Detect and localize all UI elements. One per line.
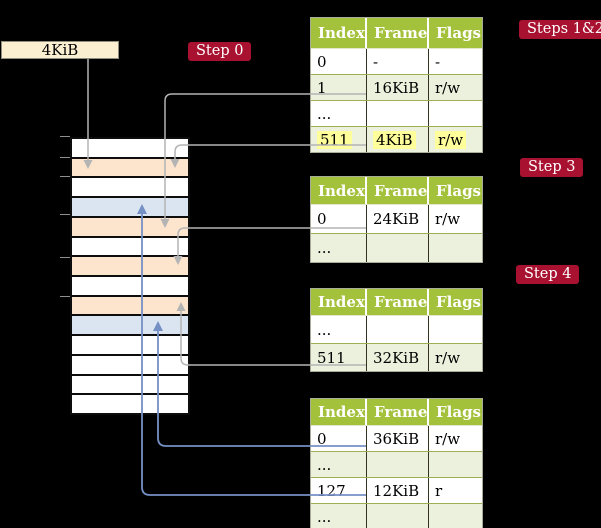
memory-frame-row [72,176,188,197]
step-4-label: Step 4 [516,265,580,284]
cell-frame [367,101,429,126]
table-row: 127 12KiB r [311,477,482,503]
col-header-index: Index [311,177,367,204]
col-header-flags: Flags [436,181,481,200]
step-0-label: Step 0 [188,42,252,61]
table-row: ... [311,451,482,477]
col-header-index: Index [311,18,367,48]
cell-flags: r/w [429,127,482,152]
physical-memory-stack [70,137,190,415]
page-table-step-4a: Index Frame Flags ... 511 32KiB r/w [310,288,483,372]
cell-frame: 12KiB [367,478,429,503]
table-header-row: Index Frame Flags [311,289,482,316]
table-header-row: Index Frame Flags [311,177,482,205]
cell-flags: r/w [435,348,461,367]
table-header-row: Index Frame Flags [311,399,482,426]
memory-frame-row [72,235,188,256]
memory-frame-row [72,393,188,414]
memory-frame-row [72,353,188,374]
address-tick [60,214,70,215]
address-tick [60,257,70,258]
col-header-frame: Frame [367,18,429,48]
table-row: ... [311,100,482,126]
cell-index: 511 [311,344,367,371]
cell-frame: 4KiB [367,127,429,152]
cell-index: 0 [311,49,367,74]
col-header-index: Index [311,289,367,315]
col-header-frame: Frame [367,399,429,425]
col-header-frame: Frame [367,177,429,204]
cell-flags [429,316,482,343]
col-header-index: Index [311,399,367,425]
table-row: ... [311,233,482,262]
cell-flags: - [435,52,441,71]
table-row-highlighted: 511 4KiB r/w [311,126,482,152]
cell-frame: 16KiB [367,75,429,100]
address-tick [60,136,70,137]
memory-frame-row [72,294,188,315]
cell-index: 0 [311,426,367,451]
cell-flags [429,504,482,528]
cell-flags: r/w [435,429,461,448]
table-row: 511 32KiB r/w [311,343,482,371]
cell-flags: r/w [435,78,461,97]
step-3-label: Step 3 [520,158,584,177]
page-table-steps-1-2: Index Frame Flags 0 - - 1 16KiB r/w ... … [310,17,483,153]
cell-frame [367,234,429,262]
memory-frame-row [72,215,188,236]
cell-frame: 24KiB [367,205,429,233]
table-row: ... [311,503,482,528]
address-tick [60,296,70,297]
address-tick [60,176,70,177]
page-table-step-4b: Index Frame Flags 0 36KiB r/w ... 127 12… [310,398,483,528]
memory-frame-row [72,255,188,276]
table-row: 0 24KiB r/w [311,205,482,233]
highlight: r/w [435,130,467,149]
cell-frame [367,504,429,528]
address-tick [60,157,70,158]
memory-frame-row [72,373,188,394]
cell-frame [367,316,429,343]
table-row: 0 36KiB r/w [311,426,482,451]
cell-flags [429,101,482,126]
table-row: 1 16KiB r/w [311,74,482,100]
cell-flags [429,234,482,262]
table-header-row: Index Frame Flags [311,18,482,49]
memory-frame-row [72,314,188,335]
cell-index: 1 [311,75,367,100]
cell-frame: 32KiB [367,344,429,371]
cell-index: ... [311,101,367,126]
cell-frame [367,452,429,477]
memory-frame-row [72,275,188,295]
cell-frame: - [367,49,429,74]
memory-frame-row [72,139,188,157]
table-row: 0 - - [311,49,482,74]
cell-flags: r [435,481,443,500]
cell-index: ... [311,452,367,477]
memory-frame-row [72,196,188,216]
highlight: 511 [317,130,352,149]
page-size-label-box: 4KiB [1,41,119,59]
col-header-frame: Frame [367,289,429,315]
cell-index: ... [311,504,367,528]
cell-index: 0 [311,205,367,233]
cell-flags [429,452,482,477]
table-row: ... [311,316,482,343]
col-header-flags: Flags [436,293,481,311]
page-table-step-3: Index Frame Flags 0 24KiB r/w ... [310,176,483,263]
col-header-flags: Flags [436,403,481,421]
memory-frame-row [72,334,188,354]
col-header-flags: Flags [436,24,481,42]
highlight: 4KiB [373,130,416,149]
cell-flags: r/w [435,210,461,228]
cell-index: 511 [311,127,367,152]
steps-1-2-label: Steps 1&2 [519,20,601,39]
cell-index: ... [311,234,367,262]
cell-index: ... [311,316,367,343]
memory-frame-row [72,156,188,177]
cell-frame: 36KiB [367,426,429,451]
cell-index: 127 [311,478,367,503]
